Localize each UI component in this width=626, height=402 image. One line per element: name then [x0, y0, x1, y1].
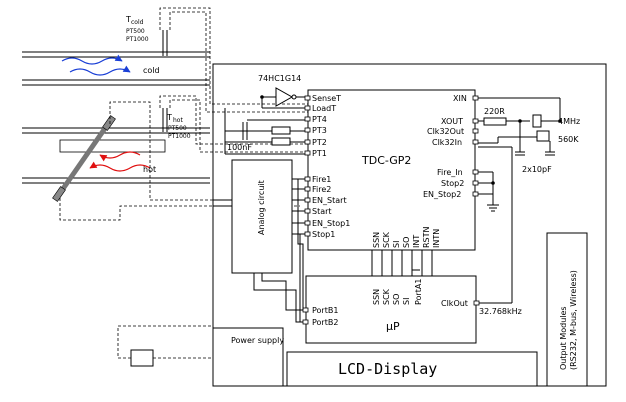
output-modules-block: Output Modules (RS232, M-bus, Wireless)	[546, 232, 588, 387]
t-hot-sub: hot	[173, 117, 183, 124]
pin-ssn: SSN	[372, 232, 381, 248]
pin-xout: XOUT	[441, 117, 463, 126]
hot-temperature-sensor: T hot PT500 PT1000	[162, 108, 191, 140]
hot-type-1: PT500	[168, 125, 187, 132]
pin-sck: SCK	[382, 231, 391, 248]
pin-int: INT	[412, 235, 421, 248]
pin-pt1: PT1	[312, 149, 327, 158]
pin-en-start: EN_Start	[312, 196, 347, 205]
pin-clk32in: Clk32In	[432, 138, 462, 147]
output-title: Output Modules	[559, 306, 568, 370]
up-sck: SCK	[382, 288, 391, 305]
up-so: SO	[392, 294, 401, 305]
hot-flow-label: hot	[143, 165, 156, 174]
analog-circuit-block: Analog circuit	[213, 159, 305, 274]
spi-bus	[368, 250, 436, 277]
pin-xin: XIN	[453, 94, 467, 103]
stop2-ground	[478, 171, 499, 212]
power-label: Power supply	[231, 336, 284, 345]
power-supply-block: Power supply	[117, 325, 284, 387]
hot-pipe: hot	[22, 115, 210, 202]
pin-en-stop2: EN_Stop2	[423, 190, 461, 199]
pin-intn: INTN	[432, 229, 441, 248]
pin-fire-in: Fire_In	[437, 168, 463, 177]
pin-stop1: Stop1	[312, 230, 335, 239]
hot-type-2: PT1000	[168, 133, 191, 140]
pin-fire2: Fire2	[312, 185, 331, 194]
pin-clk32out: Clk32Out	[427, 127, 464, 136]
schmitt-label: 74HC1G14	[258, 74, 301, 83]
t-cold-label: T	[125, 15, 131, 24]
cold-type-1: PT500	[126, 28, 145, 35]
lcd-display-block: LCD-Display	[286, 351, 538, 387]
schmitt-trigger: 74HC1G14	[258, 74, 305, 109]
tdc-name: TDC-GP2	[361, 154, 411, 167]
pin-pt2: PT2	[312, 138, 327, 147]
ultrasonic-transducer	[52, 115, 116, 202]
pin-si: SI	[392, 241, 401, 248]
cold-type-2: PT1000	[126, 36, 149, 43]
pin-pt4: PT4	[312, 115, 327, 124]
output-sub: (RS232, M-bus, Wireless)	[569, 270, 578, 370]
portb-wiring	[253, 179, 304, 323]
pin-stop2: Stop2	[441, 179, 464, 188]
pin-start: Start	[312, 207, 332, 216]
up-porta1: PortA1	[414, 279, 423, 305]
sensor-cables	[59, 7, 310, 221]
pin-senset: SenseT	[312, 94, 341, 103]
tdc-gp2-chip: TDC-GP2 SenseT LoadT PT4 PT3 PT2 PT1 Fir…	[304, 89, 479, 251]
cold-flow-label: cold	[143, 66, 160, 75]
clock-line	[478, 146, 513, 304]
up-ssn: SSN	[372, 289, 381, 305]
cap-100nf-label: 100nF	[227, 143, 252, 152]
up-si: SI	[402, 298, 411, 305]
microprocessor: μP PortB1 PortB2 ClkOut 32.768kHz SSN SC…	[302, 275, 522, 344]
pin-pt3: PT3	[312, 126, 327, 135]
pt-network: 100nF	[224, 108, 305, 155]
portb1-label: PortB1	[312, 306, 338, 315]
caps-2x10pf: 2x10pF	[522, 165, 552, 174]
up-label: μP	[386, 320, 400, 333]
crystal-4mhz: 4MHz	[558, 117, 580, 126]
pin-rstn: RSTN	[422, 226, 431, 248]
cold-temperature-sensor: T cold PT500 PT1000	[125, 15, 168, 56]
oscillator-circuit: 220R 4MHz 560K 2x10pF	[478, 97, 580, 174]
freq-label: 32.768kHz	[479, 307, 522, 316]
lcd-label: LCD-Display	[338, 360, 437, 378]
t-cold-sub: cold	[131, 19, 144, 26]
portb2-label: PortB2	[312, 318, 338, 327]
pin-fire1: Fire1	[312, 175, 331, 184]
analog-label: Analog circuit	[257, 180, 266, 235]
pin-loadt: LoadT	[312, 104, 336, 113]
clkout-label: ClkOut	[441, 299, 468, 308]
cold-pipe: cold	[22, 51, 210, 86]
junction-dots	[260, 95, 562, 185]
crystal-560k: 560K	[558, 135, 579, 144]
t-hot-label: T	[166, 113, 172, 122]
pin-so: SO	[402, 237, 411, 248]
resistor-220r: 220R	[484, 107, 505, 116]
pin-en-stop1: EN_Stop1	[312, 219, 350, 228]
